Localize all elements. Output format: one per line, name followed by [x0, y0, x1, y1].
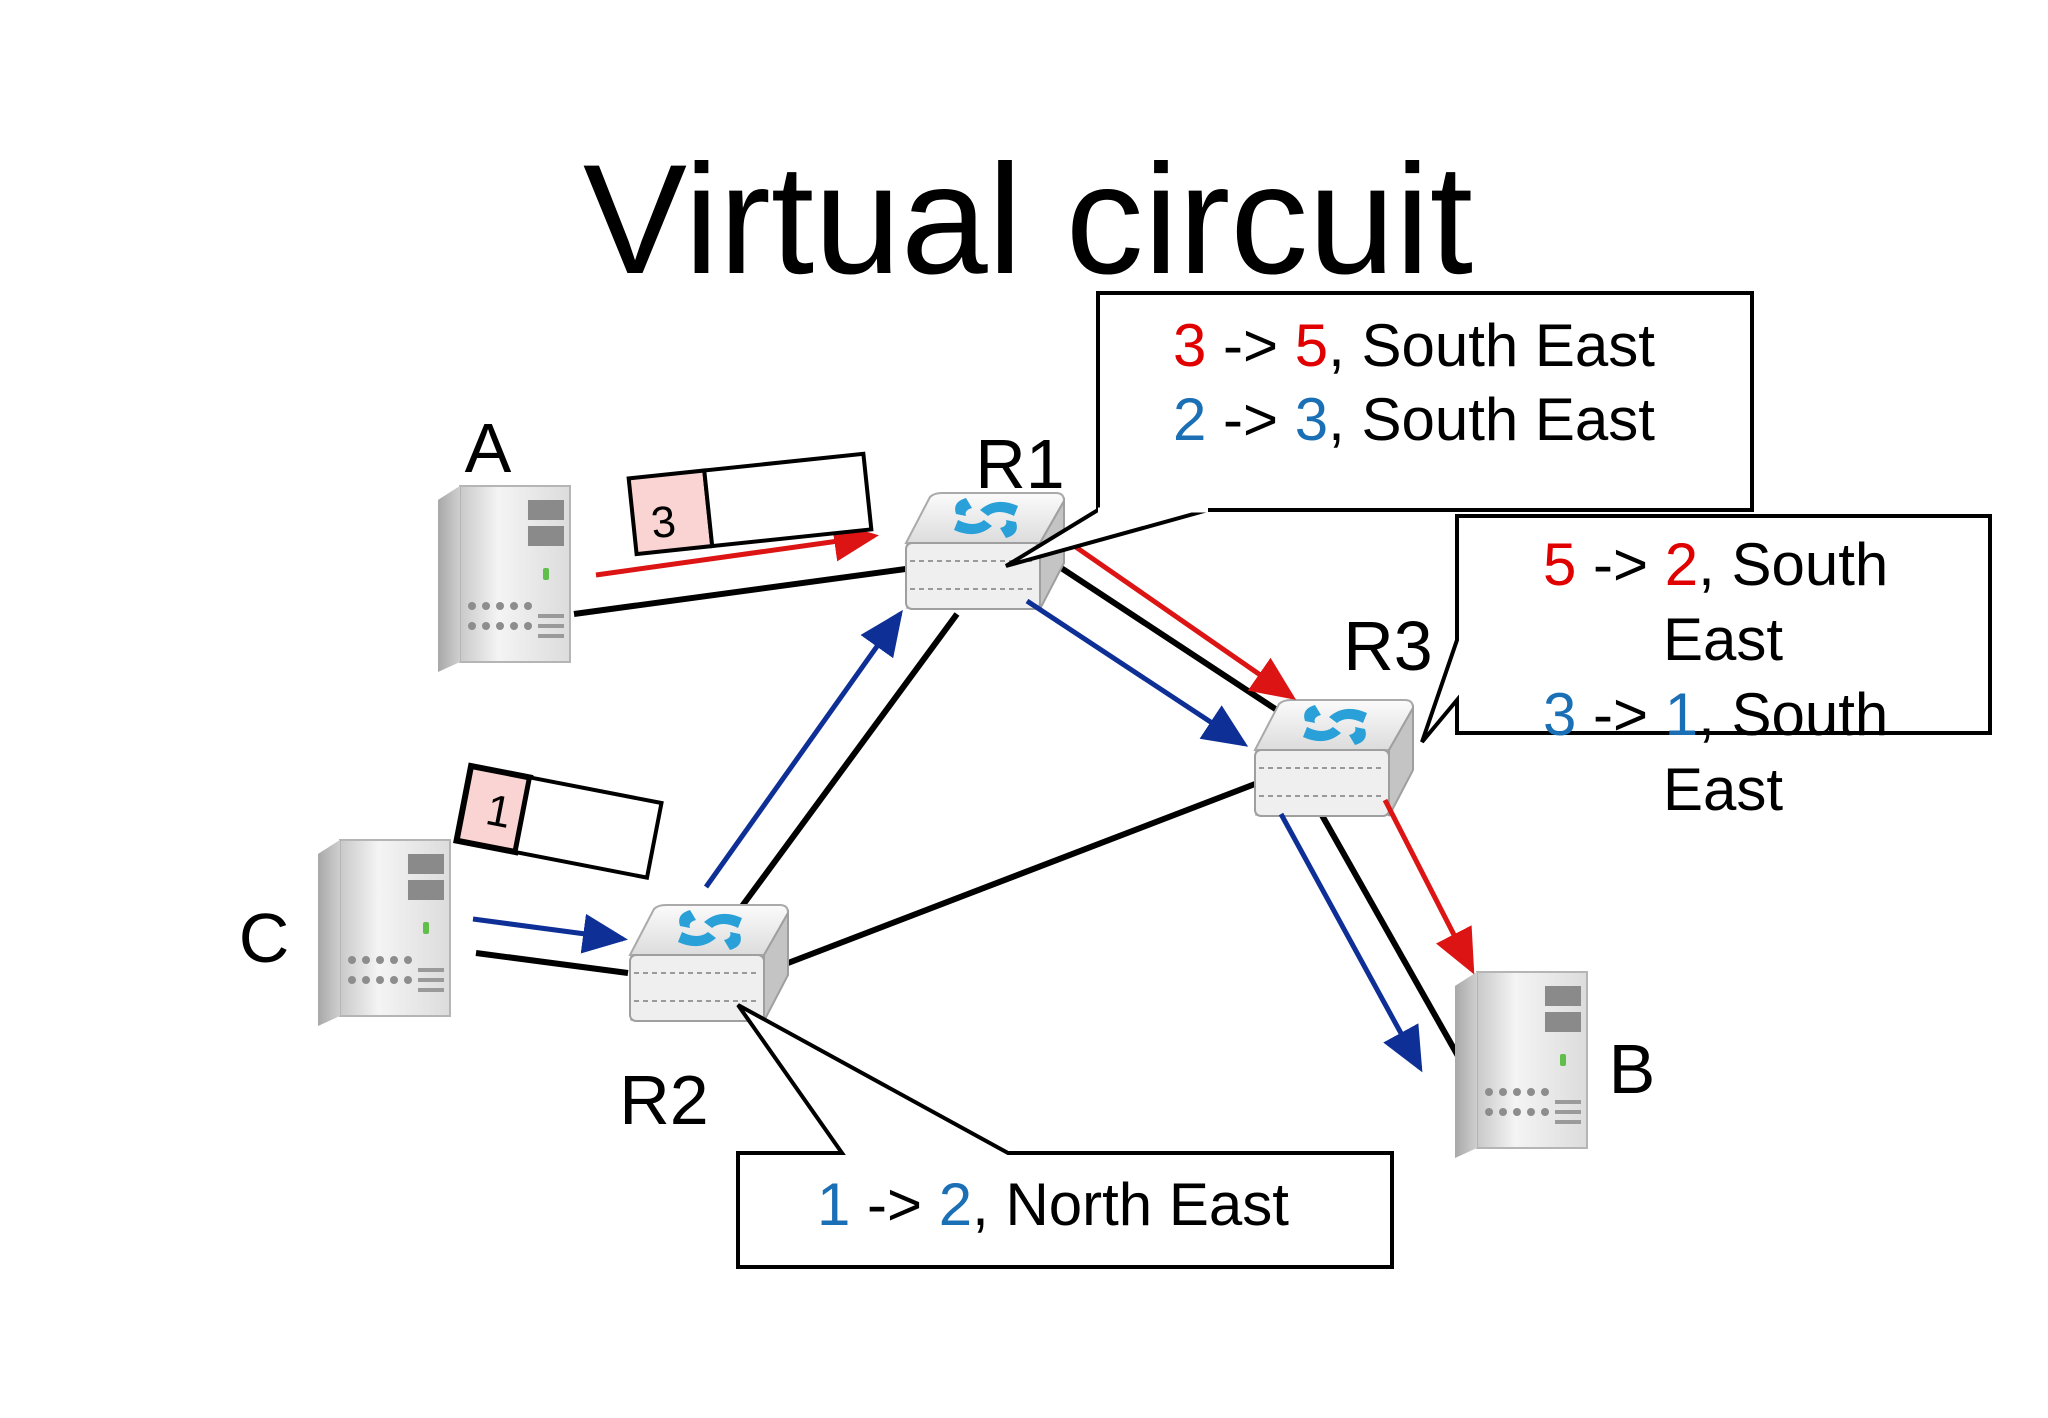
packet-blue: 1	[453, 762, 664, 880]
diagram-title: Virtual circuit	[583, 133, 1473, 307]
red-arrow-r3-b	[1382, 798, 1475, 975]
link-r3-b	[1316, 808, 1461, 1058]
host-c-label: C	[239, 899, 290, 977]
red-arrow-r1-r3	[1068, 540, 1297, 700]
packet-blue-body	[513, 775, 664, 880]
r1-rule-1: 3 -> 5, South East	[1173, 312, 1655, 379]
router-r2: R2	[619, 904, 789, 1139]
r3-rule-2-cont: East	[1663, 756, 1783, 823]
link-r2-r1	[734, 612, 960, 915]
r3-rule-2: 3 -> 1, South	[1543, 681, 1888, 748]
router-r3: R3	[1254, 607, 1433, 817]
host-b-label: B	[1609, 1030, 1656, 1108]
packet-red-label: 3	[649, 497, 678, 548]
host-a-label: A	[465, 409, 512, 487]
blue-arrow-r3-b	[1278, 812, 1423, 1073]
blue-arrow-r1-r3	[1025, 598, 1249, 747]
red-arrow-a-r1	[595, 521, 879, 578]
r2-rule-1: 1 -> 2, North East	[817, 1171, 1289, 1238]
link-a-r1	[573, 565, 914, 617]
packet-red-body	[702, 451, 874, 549]
router-r3-label: R3	[1343, 607, 1432, 685]
r1-rule-2: 2 -> 3, South East	[1173, 386, 1655, 453]
r3-rule-1-cont: East	[1663, 606, 1783, 673]
host-b: B	[1454, 971, 1656, 1159]
link-r1-r3	[1041, 553, 1285, 717]
links	[475, 553, 1461, 1058]
blue-arrow-c-r2	[472, 913, 628, 954]
link-c-r2	[475, 950, 629, 976]
packet-red: 3	[626, 451, 874, 557]
router-r1-label: R1	[975, 425, 1064, 503]
callout-r2-table: 1 -> 2, North East	[736, 1003, 1394, 1269]
link-r2-r3	[773, 781, 1257, 971]
host-c: C	[239, 839, 451, 1027]
callout-r1-table: 3 -> 5, South East 2 -> 3, South East	[1004, 291, 1754, 568]
router-r2-label: R2	[619, 1061, 708, 1139]
flow-arrows	[472, 521, 1475, 1073]
callout-r3-table: 5 -> 2, South East 3 -> 1, South East	[1420, 514, 1992, 823]
blue-arrow-r2-r1	[703, 609, 903, 889]
host-a: A	[437, 409, 571, 673]
router-r1: R1	[905, 425, 1065, 610]
r3-rule-1: 5 -> 2, South	[1543, 531, 1888, 598]
